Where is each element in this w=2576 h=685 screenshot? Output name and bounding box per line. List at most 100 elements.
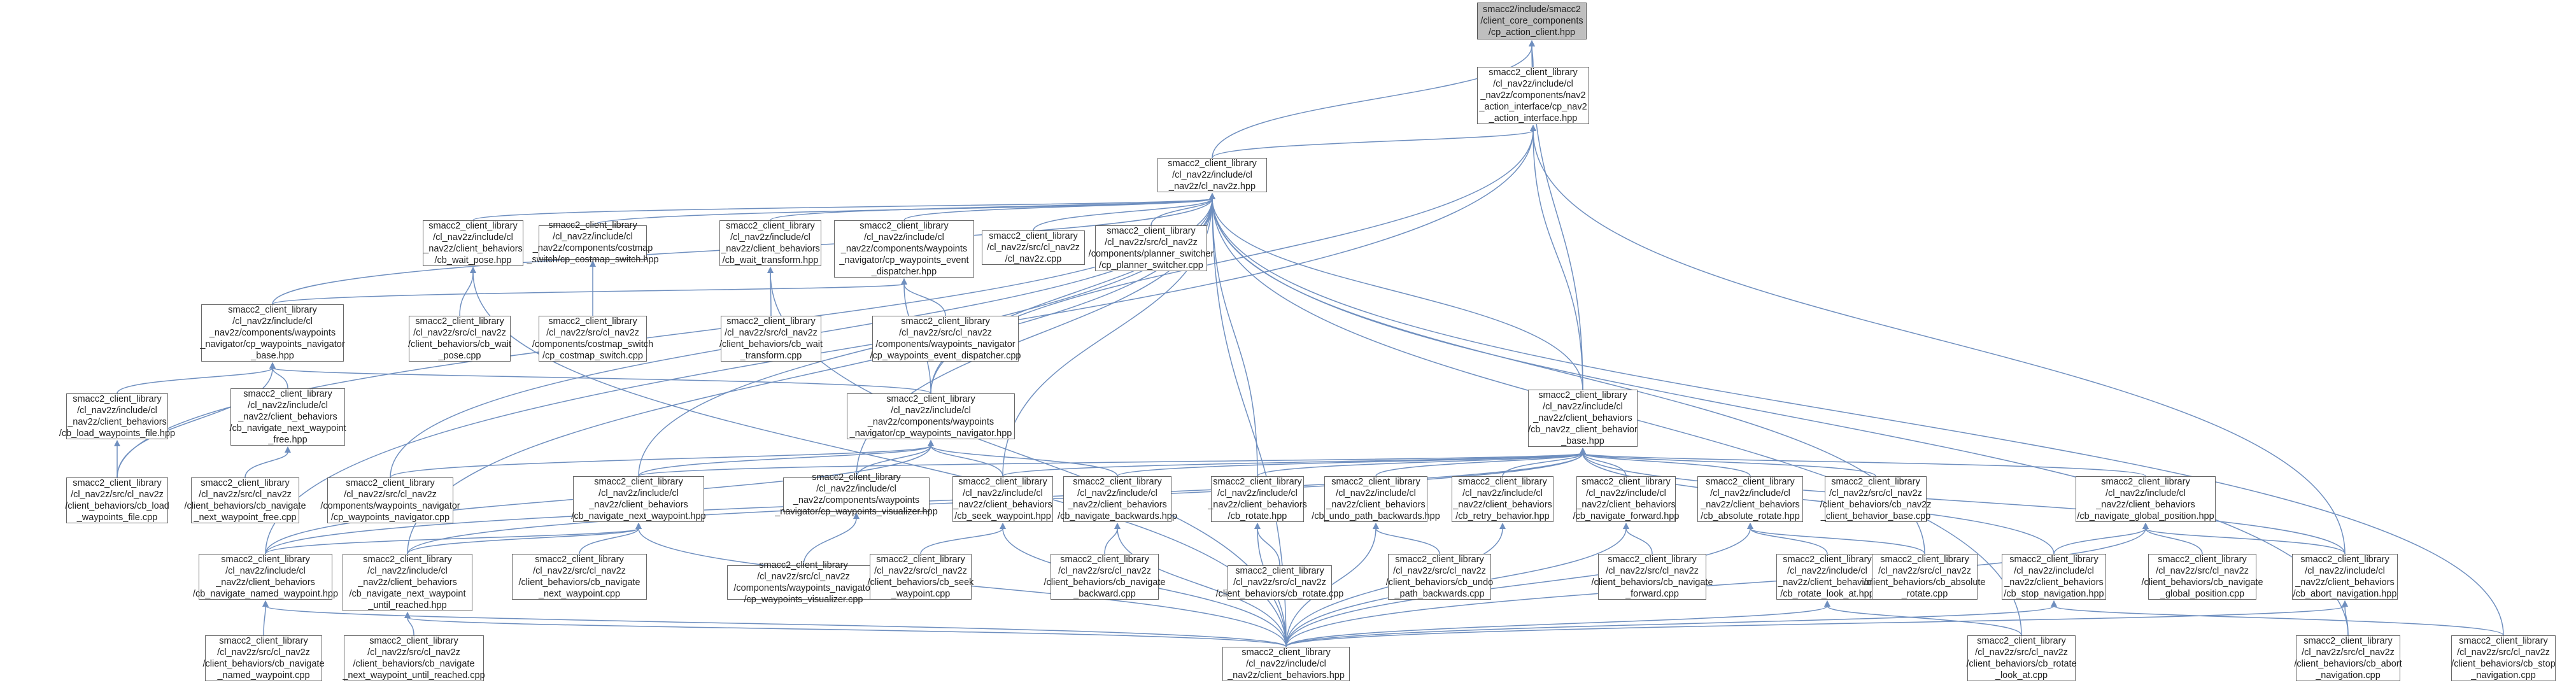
edge-arrowhead <box>1529 40 1535 46</box>
graph-node-navfwdcpp[interactable]: smacc2_client_library/cl_nav2z/src/cl_na… <box>1591 554 1713 600</box>
node-label-line: /cl_nav2z/src/cl_nav2z <box>757 572 850 582</box>
graph-node-waitpose[interactable]: smacc2_client_library/cl_nav2z/include/c… <box>423 220 523 266</box>
graph-node-namedwp[interactable]: smacc2_client_library/cl_nav2z/include/c… <box>193 554 338 600</box>
graph-node-globalpos[interactable]: smacc2_client_library/cl_nav2z/include/c… <box>2076 476 2216 522</box>
graph-node-namedwpcpp[interactable]: smacc2_client_library/cl_nav2z/src/cl_na… <box>202 635 325 681</box>
graph-node-cbbasecpp[interactable]: smacc2_client_library/cl_nav2z/src/cl_na… <box>1820 476 1931 522</box>
node-label-line: /cp_waypoints_event_dispatcher.cpp <box>870 351 1021 361</box>
graph-node-seekwp[interactable]: smacc2_client_library/cl_nav2z/include/c… <box>952 476 1053 522</box>
graph-node-retry[interactable]: smacc2_client_library/cl_nav2z/include/c… <box>1452 476 1553 522</box>
graph-node-nextwp[interactable]: smacc2_client_library/cl_nav2z/include/c… <box>571 476 706 522</box>
node-label-line: /cl_nav2z/src/cl_nav2z <box>2457 647 2550 658</box>
node-label-line: smacc2_client_library <box>1489 67 1578 78</box>
node-label-line: /components/costmap_switch <box>532 339 654 350</box>
graph-node-absrotcpp[interactable]: smacc2_client_library/cl_nav2z/src/cl_na… <box>1864 554 1986 600</box>
node-label-line: /cb_navigate_backwards.hpp <box>1058 511 1177 521</box>
graph-node-planner[interactable]: smacc2_client_library/cl_nav2z/src/cl_na… <box>1089 225 1214 271</box>
node-label-line: /cl_nav2z/include/cl <box>1172 170 1252 180</box>
edge-arrowhead <box>1530 125 1536 131</box>
graph-node-rotatecpp[interactable]: smacc2_client_library/cl_nav2z/src/cl_na… <box>1216 565 1343 600</box>
graph-node-globalposcpp[interactable]: smacc2_client_library/cl_nav2z/src/cl_na… <box>2141 554 2263 600</box>
node-label-line: _nav2z/components/waypoints <box>840 244 968 254</box>
graph-node-untilreachedcpp[interactable]: smacc2_client_library/cl_nav2z/src/cl_na… <box>343 635 485 681</box>
edge-stopnav-to-globalpos <box>2053 528 2146 554</box>
graph-node-undocpp[interactable]: smacc2_client_library/cl_nav2z/src/cl_na… <box>1386 554 1493 600</box>
graph-node-evdisp[interactable]: smacc2_client_library/cl_nav2z/include/c… <box>834 220 974 278</box>
edge-arrowhead <box>1209 193 1215 199</box>
graph-node-wpnavcpp[interactable]: smacc2_client_library/cl_nav2z/src/cl_na… <box>320 477 460 523</box>
node-label-line: /client_core_components <box>1480 16 1583 26</box>
graph-node-nextwpcpp[interactable]: smacc2_client_library/cl_nav2z/src/cl_na… <box>512 554 647 600</box>
graph-node-absrot[interactable]: smacc2_client_library/cl_nav2z/include/c… <box>1697 476 1803 522</box>
graph-node-costmap[interactable]: smacc2_client_library/cl_nav2z/include/c… <box>527 220 658 265</box>
graph-node-evdispcpp[interactable]: smacc2_client_library/cl_nav2z/src/cl_na… <box>870 316 1021 362</box>
node-label-line: /cp_costmap_switch.cpp <box>542 351 643 361</box>
graph-node-seekwpcpp[interactable]: smacc2_client_library/cl_nav2z/src/cl_na… <box>868 554 973 600</box>
graph-node-abortnavcpp[interactable]: smacc2_client_library/cl_nav2z/src/cl_na… <box>2294 635 2402 681</box>
edge-planner-to-nav2z <box>1150 198 1213 226</box>
graph-node-cbbase[interactable]: smacc2_client_library/cl_nav2z/include/c… <box>1528 390 1638 447</box>
graph-node-root[interactable]: smacc2/include/smacc2/client_core_compon… <box>1477 3 1587 39</box>
graph-node-visualizercpp[interactable]: smacc2_client_library/cl_nav2z/src/cl_na… <box>727 560 880 605</box>
graph-node-rotate[interactable]: smacc2_client_library/cl_nav2z/include/c… <box>1208 476 1307 522</box>
node-label-line: /cl_nav2z/include/cl <box>1077 488 1157 498</box>
graph-node-untilreached[interactable]: smacc2_client_library/cl_nav2z/include/c… <box>343 554 472 611</box>
node-label-line: /cl_nav2z/src/cl_nav2z <box>987 243 1080 253</box>
graph-node-waittfcpp[interactable]: smacc2_client_library/cl_nav2z/src/cl_na… <box>719 316 823 362</box>
node-label-line: _nav2z/client_behaviors <box>1453 500 1552 510</box>
node-label-line: smacc2_client_library <box>2300 554 2389 565</box>
node-label-line: /cl_nav2z/include/cl <box>1787 566 1867 576</box>
node-label-line: /cl_nav2z/src/cl_nav2z <box>725 328 817 338</box>
graph-node-undo[interactable]: smacc2_client_library/cl_nav2z/include/c… <box>1312 476 1440 522</box>
node-label-line: _nav2z/components/nav2 <box>1480 90 1586 101</box>
graph-node-wpnav[interactable]: smacc2_client_library/cl_nav2z/include/c… <box>847 393 1015 439</box>
node-label-line: /cl_nav2z/src/cl_nav2z <box>344 490 437 500</box>
node-label-line: /cb_load_waypoints_file.hpp <box>59 428 176 439</box>
node-label-line: smacc2/include/smacc2 <box>1483 4 1581 15</box>
graph-node-navback[interactable]: smacc2_client_library/cl_nav2z/include/c… <box>1058 476 1177 522</box>
graph-node-stopnav[interactable]: smacc2_client_library/cl_nav2z/include/c… <box>2002 554 2106 600</box>
node-label-line: _named_waypoint.cpp <box>217 670 310 681</box>
node-label-line: smacc2_client_library <box>1235 566 1324 576</box>
node-label-line: /client_behaviors/cb_navigate <box>353 659 475 669</box>
graph-node-waittf[interactable]: smacc2_client_library/cl_nav2z/include/c… <box>719 220 821 266</box>
graph-node-iface[interactable]: smacc2_client_library/cl_nav2z/include/c… <box>1477 67 1589 124</box>
node-label-line: /cl_nav2z/include/cl <box>2105 488 2186 498</box>
node-label-line: _nav2z/components/costmap <box>532 243 653 253</box>
graph-node-cbhpp[interactable]: smacc2_client_library/cl_nav2z/include/c… <box>1222 647 1350 681</box>
edge-arrowhead <box>114 440 120 446</box>
graph-node-waitposecpp[interactable]: smacc2_client_library/cl_nav2z/src/cl_na… <box>408 316 511 362</box>
node-label-line: _until_reached.hpp <box>368 600 447 611</box>
node-label-line: /cb_nav2z_client_behavior <box>1528 425 1638 435</box>
graph-node-visualizer[interactable]: smacc2_client_library/cl_nav2z/include/c… <box>775 472 938 517</box>
graph-node-stopnavcpp[interactable]: smacc2_client_library/cl_nav2z/src/cl_na… <box>2451 635 2556 681</box>
graph-node-lookat[interactable]: smacc2_client_library/cl_nav2z/include/c… <box>1776 554 1878 600</box>
edge-arrowhead <box>1254 523 1261 529</box>
graph-node-nav2z[interactable]: smacc2_client_library/cl_nav2z/include/c… <box>1157 158 1267 192</box>
node-label-line: _navigation.cpp <box>2316 670 2381 681</box>
graph-node-nextwpfree[interactable]: smacc2_client_library/cl_nav2z/include/c… <box>230 388 346 446</box>
graph-node-wpnavbase[interactable]: smacc2_client_library/cl_nav2z/include/c… <box>200 304 345 362</box>
node-label-line: _nav2z/client_behaviors <box>1576 500 1676 510</box>
graph-node-abortnav[interactable]: smacc2_client_library/cl_nav2z/include/c… <box>2292 554 2398 600</box>
node-label-line: smacc2_client_library <box>1107 226 1196 236</box>
node-label-line: smacc2_client_library <box>415 316 504 327</box>
graph-node-nav2zcpp[interactable]: smacc2_client_library/cl_nav2z/src/cl_na… <box>982 230 1085 265</box>
node-label-line: /cl_nav2z/include/cl <box>598 488 679 498</box>
node-label-line: /client_behaviors/cb_navigate <box>1044 577 1166 588</box>
graph-node-navfwd[interactable]: smacc2_client_library/cl_nav2z/include/c… <box>1573 476 1679 522</box>
edge-arrowhead <box>901 278 907 285</box>
node-label-line: /cl_nav2z/include/cl <box>864 232 944 243</box>
node-label-line: _nav2z/client_behaviors <box>1701 500 1800 510</box>
graph-node-loadwp[interactable]: smacc2_client_library/cl_nav2z/include/c… <box>59 393 175 439</box>
node-label-line: _nav2z/client_behaviors <box>2096 500 2195 510</box>
graph-node-costmapcpp[interactable]: smacc2_client_library/cl_nav2z/src/cl_na… <box>532 316 653 362</box>
node-label-line: /cl_nav2z/src/cl_nav2z <box>1105 237 1198 248</box>
graph-node-navbackcpp[interactable]: smacc2_client_library/cl_nav2z/src/cl_na… <box>1044 554 1166 600</box>
graph-node-nextwpfreecpp[interactable]: smacc2_client_library/cl_nav2z/src/cl_na… <box>184 477 306 523</box>
edge-cbhpp-to-lookat <box>1285 605 1828 647</box>
node-label-line: /client_behaviors/cb_stop <box>2451 659 2556 669</box>
node-label-line: /cl_nav2z/include/cl <box>1336 488 1416 498</box>
graph-node-loadwpcpp[interactable]: smacc2_client_library/cl_nav2z/src/cl_na… <box>65 477 169 523</box>
graph-node-lookatcpp[interactable]: smacc2_client_library/cl_nav2z/src/cl_na… <box>1966 635 2077 681</box>
